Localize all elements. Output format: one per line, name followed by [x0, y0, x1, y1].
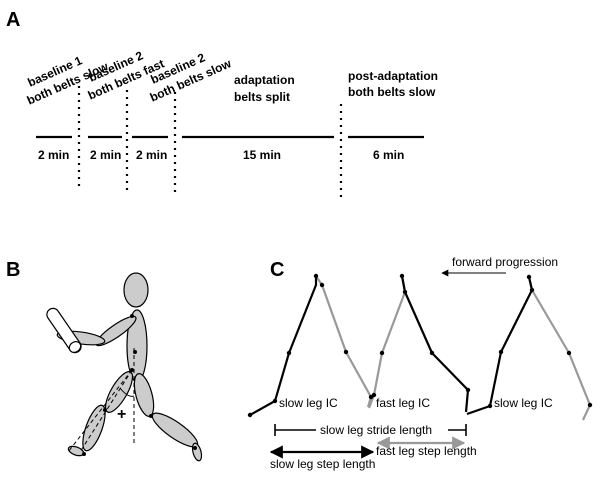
gait-marker [487, 403, 493, 409]
marker-shoulder [130, 314, 134, 318]
stride-label-bg [316, 422, 448, 438]
figure-front-thigh [133, 373, 155, 417]
figure-front-foot [191, 442, 203, 462]
gait-marker [429, 350, 435, 356]
gait-marker [371, 392, 377, 398]
phase-title-5-line2: both belts slow [348, 85, 436, 99]
phase-separators [77, 86, 343, 198]
gait-marker [465, 387, 471, 393]
gait-marker [566, 350, 572, 356]
duration-3: 2 min [136, 148, 167, 162]
handle-bar [46, 307, 82, 354]
marker-back-ankle [82, 452, 86, 456]
marker-front-ankle [193, 446, 197, 450]
gait-marker [272, 398, 278, 404]
gait2-fast-leg [367, 275, 407, 409]
ic-label-1: slow leg IC [279, 396, 338, 410]
phase-title-5-line1: post-adaptation [348, 69, 438, 83]
panel-a-letter: A [6, 9, 20, 31]
phase-title-4-line1: adaptation [234, 73, 295, 87]
gait-marker [399, 273, 405, 279]
panel-c-letter: C [270, 259, 284, 281]
gait1-slow-leg [249, 276, 318, 416]
ic-label-2: fast leg IC [376, 396, 430, 410]
fast-step-length-label: fast leg step length [376, 444, 477, 458]
gait-figure-2 [367, 275, 470, 413]
limb-angle-lines [67, 348, 135, 453]
gait-marker [343, 349, 349, 355]
gait2-slow-leg [400, 275, 470, 413]
marker-front-knee [149, 414, 153, 418]
marker-back-knee [103, 408, 107, 412]
gait-marker [498, 349, 504, 355]
stick-figure [56, 272, 203, 462]
phase-title-4-line2: belts split [234, 90, 290, 104]
figure-head [123, 272, 149, 308]
angle-sign: + [117, 406, 126, 423]
duration-1: 2 min [38, 148, 69, 162]
gait-marker [526, 274, 532, 280]
handle-end [68, 341, 82, 353]
duration-4: 15 min [243, 148, 281, 162]
panel-a: A baseline 1 both belts slow baseline 2 … [6, 9, 438, 198]
angle-arc [119, 387, 135, 397]
gait-marker [379, 350, 385, 356]
phase-title-3: baseline 2 both belts slow [148, 50, 234, 104]
gait-marker [402, 289, 408, 295]
panel-b-letter: B [6, 259, 20, 281]
direction-label: forward progression [452, 255, 558, 269]
slow-step-length-label: slow leg step length [270, 457, 375, 471]
panel-c: C forward progression [247, 255, 593, 471]
gait-marker [286, 350, 292, 356]
ic-label-3: slow leg IC [494, 396, 553, 410]
gait-marker [247, 412, 253, 418]
gait-marker [319, 282, 325, 288]
panel-b: B [6, 259, 203, 462]
gait-marker [529, 287, 535, 293]
gait-figure-1 [249, 275, 373, 416]
stride-length-label: slow leg stride length [320, 423, 432, 437]
gait-markers [247, 273, 593, 418]
back-limb-axis-2 [79, 369, 133, 453]
duration-5: 6 min [373, 148, 404, 162]
back-limb-axis [67, 369, 133, 453]
gait-marker [313, 273, 319, 279]
gait3-slow-leg [466, 276, 534, 416]
figure-back-shin [82, 404, 106, 452]
figure-back-foot [67, 445, 85, 457]
duration-2: 2 min [90, 148, 121, 162]
gait1-fast-leg [315, 275, 373, 408]
gait-marker [587, 402, 593, 408]
